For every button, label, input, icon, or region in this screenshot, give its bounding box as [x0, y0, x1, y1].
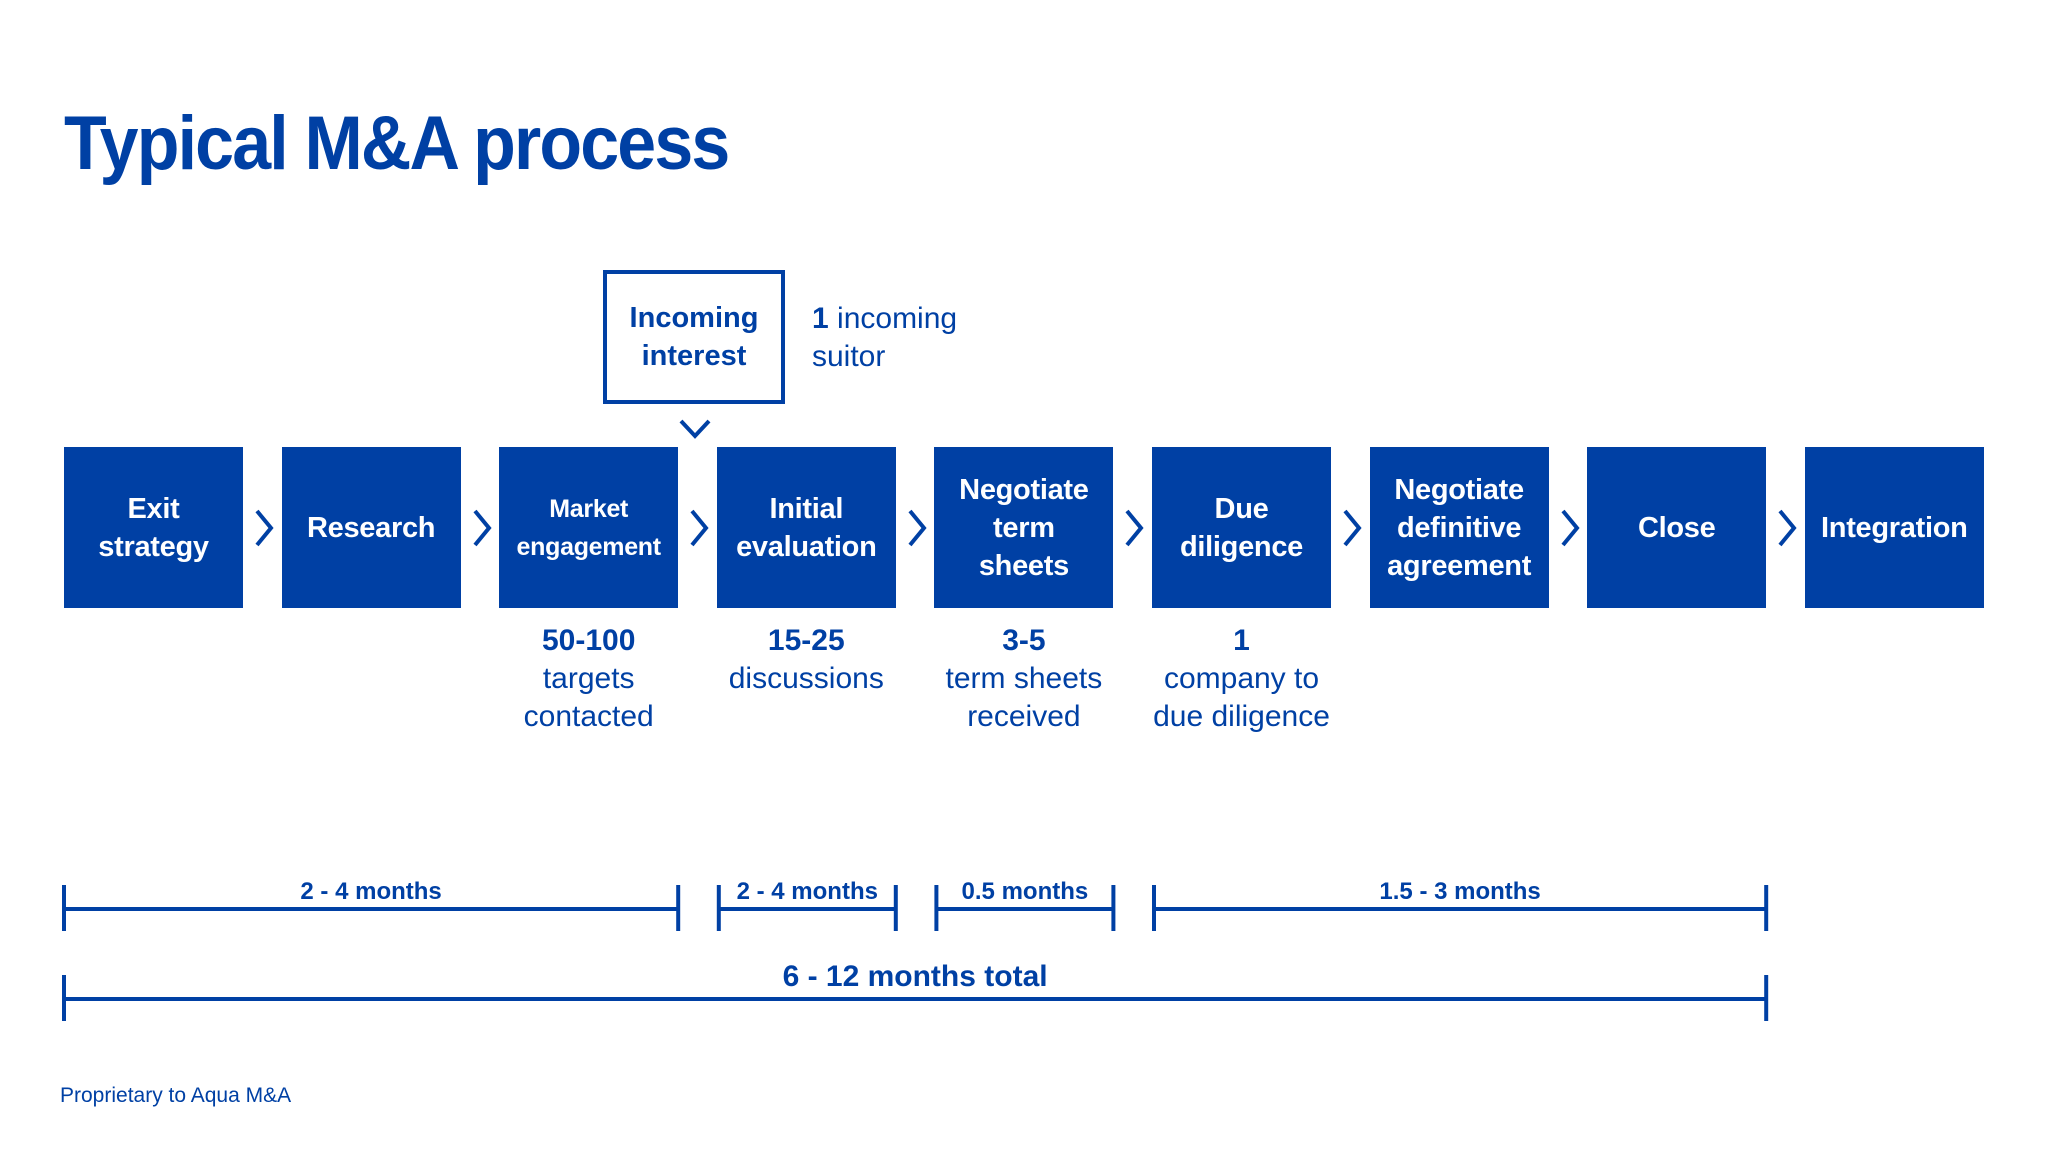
step-box: Initial evaluation: [716, 447, 896, 608]
step-label: Research: [307, 511, 436, 544]
step-box: Negotiate definitive agreement: [1369, 447, 1549, 608]
chevron-right-icon: [473, 509, 492, 547]
duration-bracket: [1152, 885, 1769, 931]
step-label: Market engagement: [516, 494, 662, 561]
incoming-interest-label: Incoming interest: [629, 302, 759, 372]
metric-line1: term sheets: [945, 662, 1103, 695]
chevron-down-icon: [679, 419, 711, 439]
step-label: Exit strategy: [98, 492, 209, 563]
page-title: Typical M&A process: [64, 101, 730, 186]
metric-number: 1: [1233, 624, 1250, 657]
step-metric: 15-25 discussions: [696, 622, 916, 698]
step-label: Initial evaluation: [736, 492, 877, 563]
incoming-note-line2: suitor: [812, 340, 886, 373]
metric-line2: due diligence: [1153, 700, 1330, 733]
total-duration-label: 6 - 12 months total: [782, 960, 1048, 993]
step-box: Close: [1587, 447, 1767, 608]
step-box: Exit strategy: [64, 447, 243, 608]
step-metric: 50-100 targets contacted: [479, 622, 699, 736]
metric-line2: received: [967, 700, 1081, 733]
step-label: Negotiate definitive agreement: [1387, 473, 1532, 582]
incoming-note: 1 incoming suitor: [812, 300, 957, 376]
duration-bracket: [934, 885, 1116, 931]
step-label: Negotiate term sheets: [959, 473, 1089, 582]
chevron-right-icon: [1343, 509, 1362, 547]
duration-bracket: [62, 885, 681, 931]
incoming-interest-box: Incoming interest: [603, 270, 785, 404]
total-duration-bracket: [62, 975, 1769, 1021]
duration-label: 2 - 4 months: [300, 878, 442, 905]
step-box: Research: [281, 447, 461, 608]
step-box: Integration: [1804, 447, 1984, 608]
metric-number: 15-25: [767, 624, 845, 657]
duration-label: 1.5 - 3 months: [1379, 878, 1541, 905]
metric-line2: contacted: [523, 700, 654, 733]
chevron-right-icon: [1561, 509, 1580, 547]
step-box: Due diligence: [1152, 447, 1331, 608]
duration-label: 0.5 months: [961, 878, 1089, 905]
chevron-right-icon: [255, 509, 274, 547]
step-metric: 1 company to due diligence: [1132, 622, 1352, 736]
step-metric: 3-5 term sheets received: [914, 622, 1134, 736]
footer-note: Proprietary to Aqua M&A: [60, 1084, 292, 1107]
step-box: Market engagement: [499, 447, 679, 608]
step-label: Close: [1637, 511, 1716, 544]
metric-line1: company to: [1163, 662, 1320, 695]
metric-number: 3-5: [1002, 624, 1046, 657]
chevron-right-icon: [1778, 509, 1797, 547]
incoming-note-number: 1: [812, 302, 829, 335]
metric-number: 50-100: [541, 624, 636, 657]
duration-bracket: [716, 885, 898, 931]
metric-line1: discussions: [728, 662, 884, 695]
incoming-note-line1: incoming: [837, 302, 958, 335]
duration-label: 2 - 4 months: [736, 878, 878, 905]
metric-line1: targets: [542, 662, 635, 695]
chevron-right-icon: [1125, 509, 1144, 547]
chevron-right-icon: [908, 509, 927, 547]
step-label: Due diligence: [1180, 492, 1303, 563]
chevron-right-icon: [690, 509, 709, 547]
step-label: Integration: [1821, 511, 1968, 544]
step-box: Negotiate term sheets: [934, 447, 1114, 608]
